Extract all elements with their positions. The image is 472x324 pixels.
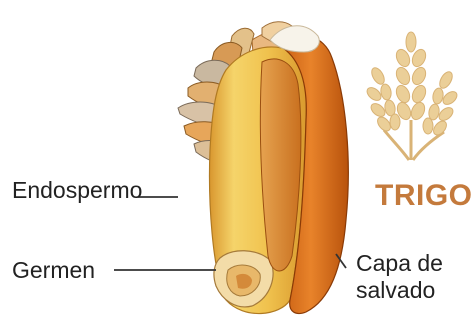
bran-label-line1: Capa de xyxy=(356,250,443,277)
bran-layer-label: Capa de salvado xyxy=(356,250,443,304)
germ-label: Germen xyxy=(12,258,95,282)
logo-text: TRIGO xyxy=(375,179,472,213)
endosperm-label: Endospermo xyxy=(12,178,142,202)
wheat-ear-icon xyxy=(365,32,460,160)
bran-label-line2: salvado xyxy=(356,277,443,304)
